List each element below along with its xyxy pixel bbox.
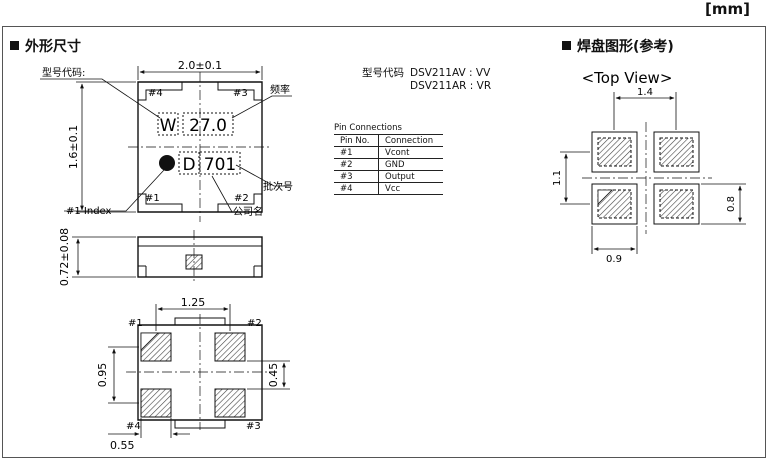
model-line-1: DSV211AV : VV [410,67,491,79]
dim-0-45: 0.45 [267,363,280,388]
dim-1-25: 1.25 [181,296,206,309]
dim-0-95: 0.95 [96,363,109,388]
bottom-pin-2: #2 [247,318,262,329]
drawing-frame [2,26,766,458]
mark-w: W [160,116,177,136]
model-code-callout: 型号代码: [42,66,85,79]
land-pin1-chamfer-icon [597,189,613,205]
bottom-dimensions [108,304,290,438]
outline-heading: 外形尺寸 [10,36,81,56]
company-callout: 公司名 [233,205,263,218]
leader-lines [40,78,292,213]
model-line-2: DSV211AR : VR [410,80,492,92]
bottom-pin-4: #4 [126,421,141,432]
dim-1-4: 1.4 [637,87,653,98]
width-dimension [137,66,263,80]
pin-table-caption: Pin Connections [334,123,402,133]
land-pattern [582,122,712,234]
model-code-label: 型号代码 [362,67,404,79]
height-dim-label: 1.6±0.1 [67,125,80,169]
dim-0-9: 0.9 [606,254,622,265]
height-dimension [76,81,136,213]
top-pin-3: #3 [233,88,248,99]
pin-header-no: Pin No. [334,134,379,147]
pin1-chamfer-icon [140,332,159,351]
thickness-dim-label: 0.72±0.08 [58,228,71,286]
model-code-block: 型号代码 DSV211AV : VV DSV211AR : VR [362,67,491,93]
side-view [137,230,263,284]
frequency-callout: 频率 [270,83,290,96]
unit-label: [mm] [705,0,750,18]
lot-callout: 批次号 [263,180,293,193]
top-view-label: <Top View> [582,69,673,87]
mark-frequency: 27.0 [189,116,227,136]
pin-header-connection: Connection [378,134,443,147]
dim-0-8: 0.8 [726,196,737,212]
pin-table-header: Pin No. Connection [334,134,443,147]
dim-0-55: 0.55 [110,439,135,452]
thickness-dimension [72,236,136,278]
bottom-pin-3: #3 [246,421,261,432]
width-dim-label: 2.0±0.1 [178,59,222,72]
top-pin-4: #4 [148,88,163,99]
top-pin-2: #2 [234,193,249,204]
land-title: 焊盘图形(参考) [577,39,674,55]
top-pin-1: #1 [145,193,160,204]
land-heading: 焊盘图形(参考) [562,36,674,56]
land-dimensions [560,92,746,254]
top-view-outline [128,72,272,222]
square-bullet-icon [10,41,19,50]
mark-d: D [182,155,195,175]
bottom-view [126,314,274,430]
bottom-pin-1: #1 [128,318,143,329]
outline-title: 外形尺寸 [25,39,81,55]
dim-1-1: 1.1 [552,170,563,186]
index-dot-icon [159,155,175,171]
index-callout: #1 Index [66,206,112,217]
mark-lot: 701 [204,155,236,175]
square-bullet-icon [562,41,571,50]
